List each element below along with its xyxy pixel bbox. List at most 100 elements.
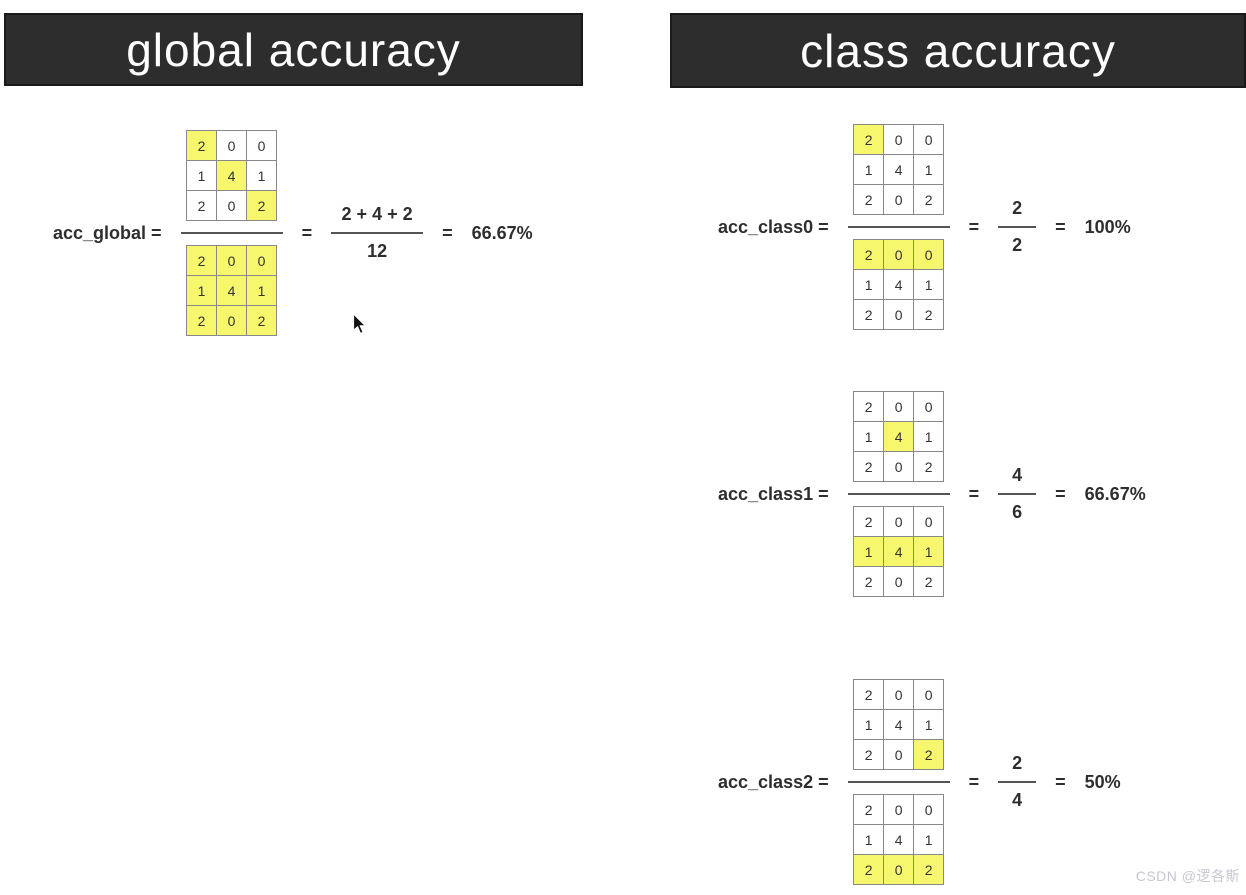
matrix-cell: 0	[884, 507, 915, 537]
matrix-cell: 1	[854, 825, 885, 855]
matrix-cell: 0	[914, 795, 945, 825]
equation-label-global: acc_global =	[53, 222, 162, 243]
numeric-fraction-class1: 4 6	[998, 465, 1037, 523]
fraction-bar	[998, 493, 1037, 495]
matrix-cell: 1	[187, 161, 218, 191]
matrix-cell: 0	[217, 246, 248, 276]
matrix-cell: 1	[854, 422, 885, 452]
matrix-cell: 0	[217, 131, 248, 161]
class-accuracy-banner: class accuracy	[670, 13, 1246, 88]
matrix-cell: 0	[884, 567, 915, 597]
fraction-bar	[998, 781, 1037, 783]
matrix-cell: 0	[884, 740, 915, 770]
matrix-cell: 0	[217, 191, 248, 221]
matrix-cell: 2	[854, 125, 885, 155]
equals-sign: =	[1055, 216, 1066, 237]
matrix-cell: 2	[187, 306, 218, 336]
global-accuracy-title: global accuracy	[126, 23, 461, 76]
fraction-numerator: 4	[1012, 465, 1023, 485]
matrix-cell: 1	[914, 537, 945, 567]
numeric-fraction-global: 2 + 4 + 2 12	[331, 204, 424, 262]
matrix-cell: 2	[914, 567, 945, 597]
fraction-numerator: 2 + 4 + 2	[341, 204, 413, 224]
matrix-cell: 2	[854, 855, 885, 885]
matrix-cell: 4	[884, 710, 915, 740]
fraction-bar	[180, 232, 283, 234]
matrix-cell: 2	[854, 567, 885, 597]
equation-label-class2: acc_class2 =	[718, 771, 829, 792]
matrix-cell: 0	[884, 300, 915, 330]
matrix-cell: 0	[884, 125, 915, 155]
matrix-cell: 1	[914, 710, 945, 740]
matrix-cell: 2	[854, 300, 885, 330]
matrix-cell: 1	[914, 270, 945, 300]
matrix-cell: 0	[914, 240, 945, 270]
matrix-cell: 2	[854, 740, 885, 770]
equation-label-class1: acc_class1 =	[718, 483, 829, 504]
matrix-cell: 4	[884, 155, 915, 185]
matrix-cell: 1	[247, 276, 278, 306]
matrix-cell: 0	[884, 392, 915, 422]
matrix-cell: 0	[247, 246, 278, 276]
matrix-cell: 0	[884, 240, 915, 270]
matrix-cell: 4	[217, 276, 248, 306]
equation-label-class0: acc_class0 =	[718, 216, 829, 237]
matrix-cell: 4	[884, 537, 915, 567]
matrix-cell: 2	[854, 680, 885, 710]
matrix-cell: 2	[914, 300, 945, 330]
matrix-cell: 1	[914, 825, 945, 855]
equals-sign: =	[442, 222, 453, 243]
matrix-cell: 2	[854, 452, 885, 482]
matrix-cell: 2	[914, 740, 945, 770]
matrix-cell: 2	[187, 131, 218, 161]
matrix-cell: 0	[247, 131, 278, 161]
global-accuracy-banner: global accuracy	[4, 13, 583, 86]
fraction-bar	[847, 781, 950, 783]
matrix-cell: 2	[247, 191, 278, 221]
result-value-class0: 100%	[1084, 216, 1131, 237]
matrix-cell: 0	[914, 507, 945, 537]
matrix-cell: 4	[217, 161, 248, 191]
matrix-cell: 0	[884, 680, 915, 710]
fraction-bar	[998, 226, 1037, 228]
matrix-cell: 2	[187, 246, 218, 276]
matrix-cell: 1	[854, 270, 885, 300]
equals-sign: =	[968, 483, 980, 504]
fraction-bar	[331, 232, 424, 234]
matrix-cell: 2	[854, 392, 885, 422]
matrix-cell: 4	[884, 825, 915, 855]
matrix-cell: 0	[884, 452, 915, 482]
numeric-fraction-class2: 2 4	[998, 753, 1037, 811]
equals-sign: =	[301, 222, 313, 243]
equals-sign: =	[1055, 483, 1066, 504]
equals-sign: =	[1055, 771, 1066, 792]
matrix-cell: 0	[884, 185, 915, 215]
matrix-cell: 0	[914, 392, 945, 422]
result-value-class1: 66.67%	[1084, 483, 1146, 504]
matrix-cell: 2	[854, 795, 885, 825]
fraction-bar	[847, 493, 950, 495]
matrix-cell: 2	[854, 185, 885, 215]
matrix-cell: 0	[914, 125, 945, 155]
matrix-cell: 2	[854, 240, 885, 270]
matrix-cell: 4	[884, 422, 915, 452]
matrix-cell: 2	[914, 855, 945, 885]
matrix-cell: 0	[217, 306, 248, 336]
fraction-numerator: 2	[1012, 198, 1023, 218]
matrix-cell: 2	[914, 452, 945, 482]
matrix-cell: 4	[884, 270, 915, 300]
arrow-cursor-icon	[352, 312, 368, 340]
matrix-cell: 0	[884, 855, 915, 885]
class-accuracy-title: class accuracy	[800, 24, 1116, 77]
matrix-cell: 1	[914, 155, 945, 185]
